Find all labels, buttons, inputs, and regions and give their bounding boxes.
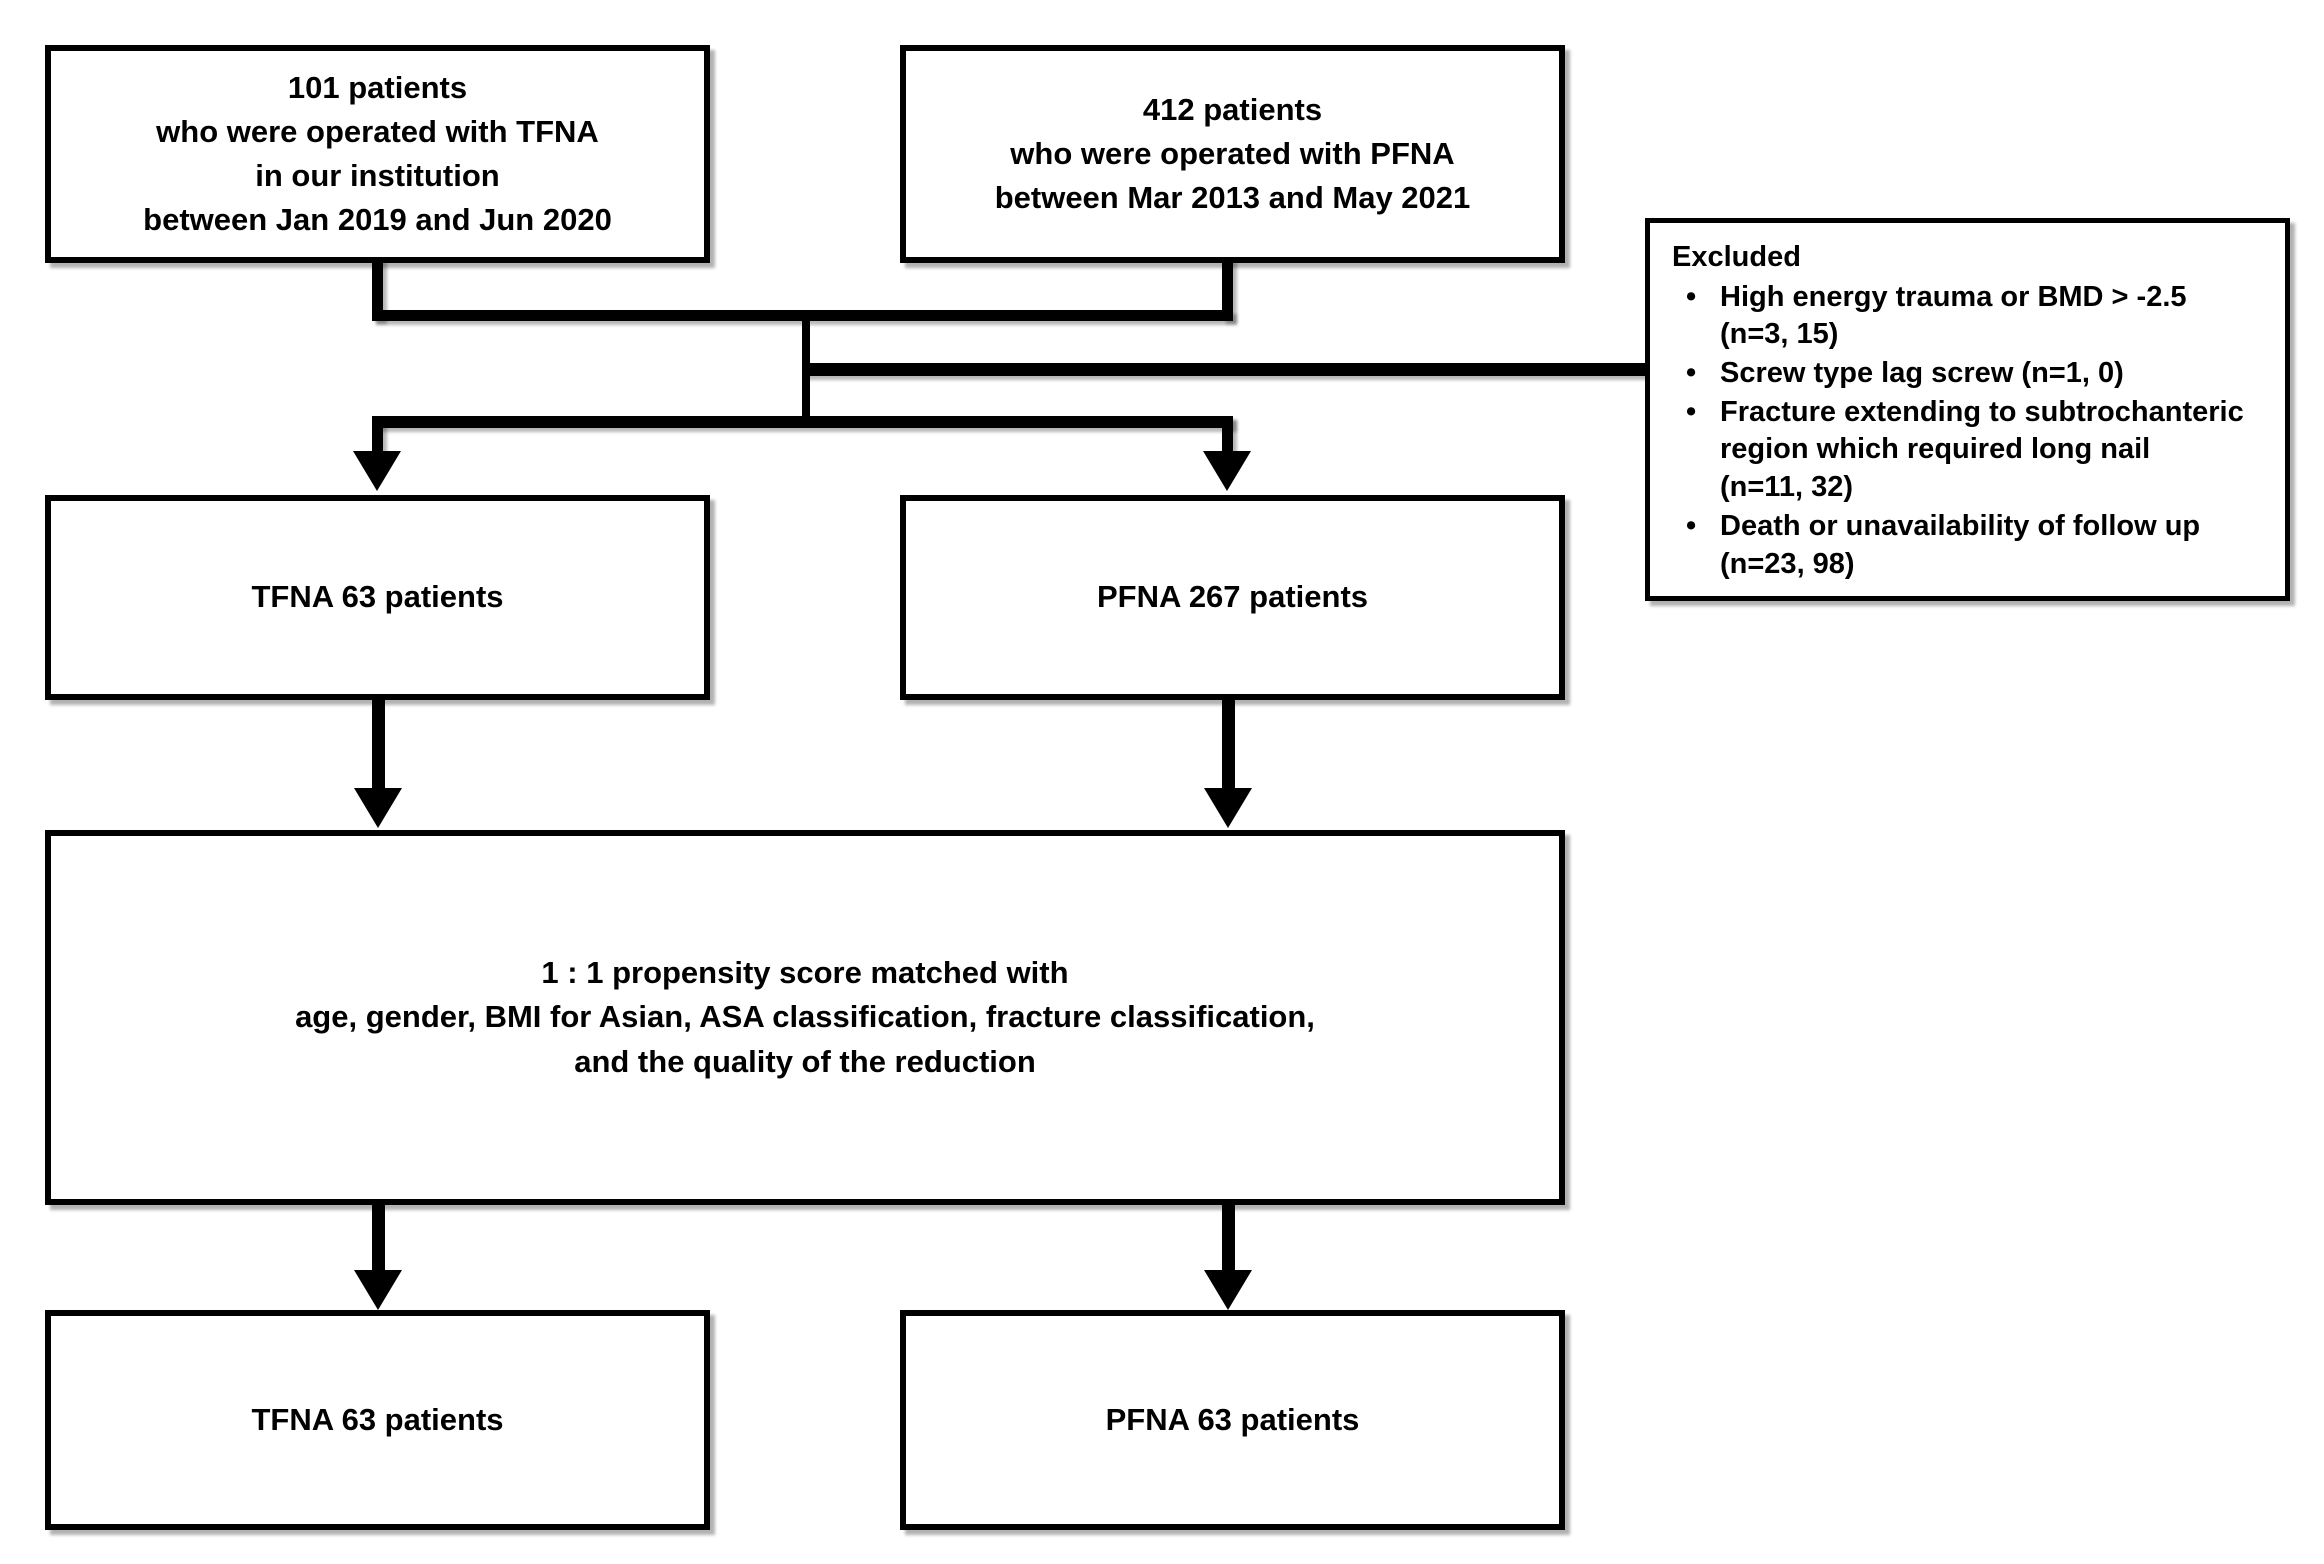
excluded-item-line2: region which required long nail xyxy=(1720,433,2151,466)
arrowhead-match-from-tfna xyxy=(354,788,402,828)
connector-match-to-matched-pfna xyxy=(1222,1200,1235,1272)
node-matched-pfna: PFNA 63 patients xyxy=(900,1310,1565,1530)
connector-pfna-drop xyxy=(1222,258,1233,320)
connector-eligible-pfna-to-match xyxy=(1222,698,1235,790)
source-tfna-line1: 101 patients xyxy=(287,69,468,105)
excluded-title: Excluded xyxy=(1672,241,1801,273)
arrowhead-to-eligible-pfna xyxy=(1203,451,1251,491)
bullet-icon: • xyxy=(1686,509,1697,542)
connector-tfna-drop xyxy=(372,258,383,320)
excluded-item: • Fracture extending to subtrochanteric … xyxy=(1672,394,2267,507)
bullet-icon: • xyxy=(1686,357,1697,390)
matched-pfna-label: PFNA 63 patients xyxy=(1105,1401,1360,1437)
node-source-tfna: 101 patients who were operated with TFNA… xyxy=(45,45,710,263)
eligible-tfna-label: TFNA 63 patients xyxy=(251,579,504,615)
connector-split-right xyxy=(1222,416,1233,451)
excluded-item-line1: Screw type lag screw (n=1, 0) xyxy=(1720,357,2124,390)
excluded-item-line2: (n=3, 15) xyxy=(1720,318,1839,351)
node-eligible-tfna: TFNA 63 patients xyxy=(45,495,710,700)
excluded-item: • High energy trauma or BMD > -2.5 (n=3,… xyxy=(1672,279,2267,354)
connector-split-left xyxy=(372,416,383,451)
node-propensity-matching: 1 : 1 propensity score matched with age,… xyxy=(45,830,1565,1205)
source-pfna-line2: who were operated with PFNA xyxy=(1010,135,1455,171)
source-pfna-line3: between Mar 2013 and May 2021 xyxy=(994,180,1471,215)
arrowhead-to-eligible-tfna xyxy=(353,451,401,491)
connector-eligible-tfna-to-match xyxy=(372,698,385,790)
connector-merge-bar xyxy=(372,310,1233,321)
connector-center-stem-upper xyxy=(802,318,810,370)
node-source-pfna: 412 patients who were operated with PFNA… xyxy=(900,45,1565,263)
connector-split-bar xyxy=(372,416,1233,428)
source-tfna-line3: in our institution xyxy=(255,158,500,193)
eligible-pfna-label: PFNA 267 patients xyxy=(1096,579,1369,615)
bullet-icon: • xyxy=(1686,395,1697,428)
source-tfna-line2: who were operated with TFNA xyxy=(156,113,599,149)
connector-match-to-matched-tfna xyxy=(372,1200,385,1272)
node-eligible-pfna: PFNA 267 patients xyxy=(900,495,1565,700)
excluded-list: • High energy trauma or BMD > -2.5 (n=3,… xyxy=(1672,279,2267,584)
excluded-item-line2: (n=23, 98) xyxy=(1720,547,1855,580)
panel-excluded: Excluded • High energy trauma or BMD > -… xyxy=(1645,218,2290,601)
source-pfna-line1: 412 patients xyxy=(1142,91,1323,127)
arrowhead-match-from-pfna xyxy=(1204,788,1252,828)
matched-tfna-label: TFNA 63 patients xyxy=(251,1401,504,1437)
connector-center-stem-lower xyxy=(802,374,810,422)
excluded-item-line3: (n=11, 32) xyxy=(1720,471,1853,504)
excluded-item-line1: Death or unavailability of follow up xyxy=(1720,509,2201,542)
excluded-item-line1: High energy trauma or BMD > -2.5 xyxy=(1720,280,2187,313)
excluded-item-line1: Fracture extending to subtrochanteric xyxy=(1720,395,2244,428)
matching-line3: and the quality of the reduction xyxy=(574,1043,1036,1079)
arrowhead-matched-tfna xyxy=(354,1270,402,1310)
matching-line1: 1 : 1 propensity score matched with xyxy=(541,955,1069,991)
matching-line2: age, gender, BMI for Asian, ASA classifi… xyxy=(295,999,1315,1035)
excluded-item: • Death or unavailability of follow up (… xyxy=(1672,508,2267,583)
bullet-icon: • xyxy=(1686,280,1697,313)
connector-to-excluded xyxy=(802,363,1647,376)
source-tfna-line4: between Jan 2019 and Jun 2020 xyxy=(143,202,612,238)
excluded-item: • Screw type lag screw (n=1, 0) xyxy=(1672,355,2267,393)
node-matched-tfna: TFNA 63 patients xyxy=(45,1310,710,1530)
arrowhead-matched-pfna xyxy=(1204,1270,1252,1310)
